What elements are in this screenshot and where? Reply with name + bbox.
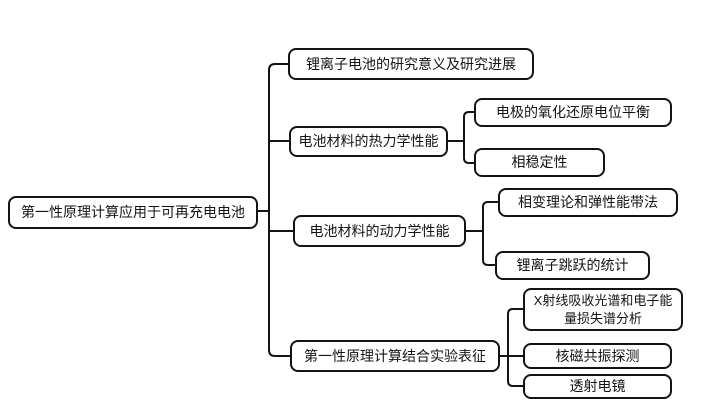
- leaf-node-phase-transition-elastic-band[interactable]: 相变理论和弹性能带法: [498, 188, 678, 217]
- branch-node-experimental-characterization[interactable]: 第一性原理计算结合实验表征: [290, 340, 500, 372]
- leaf-node-phase-stability[interactable]: 相稳定性: [474, 148, 605, 177]
- branch-node-kinetic-properties[interactable]: 电池材料的动力学性能: [293, 215, 466, 247]
- leaf-node-nmr-detection[interactable]: 核磁共振探测: [523, 343, 672, 369]
- connector-b4-bracket: [507, 308, 523, 387]
- leaf-node-xas-eels-analysis[interactable]: X射线吸收光谱和电子能量损失谱分析: [523, 288, 683, 331]
- connector-trunk: [268, 63, 290, 357]
- leaf-node-redox-potential-balance[interactable]: 电极的氧化还原电位平衡: [474, 98, 672, 127]
- branch-node-thermodynamic-properties[interactable]: 电池材料的热力学性能: [289, 126, 448, 157]
- leaf-node-li-ion-hopping-statistics[interactable]: 锂离子跳跃的统计: [495, 251, 650, 280]
- connector-b3-bracket: [482, 201, 498, 266]
- connector-b2-bracket: [463, 111, 474, 164]
- branch-node-research-significance[interactable]: 锂离子电池的研究意义及研究进展: [288, 48, 534, 80]
- leaf-node-tem[interactable]: 透射电镜: [523, 374, 672, 399]
- root-node[interactable]: 第一性原理计算应用于可再充电电池: [8, 196, 258, 229]
